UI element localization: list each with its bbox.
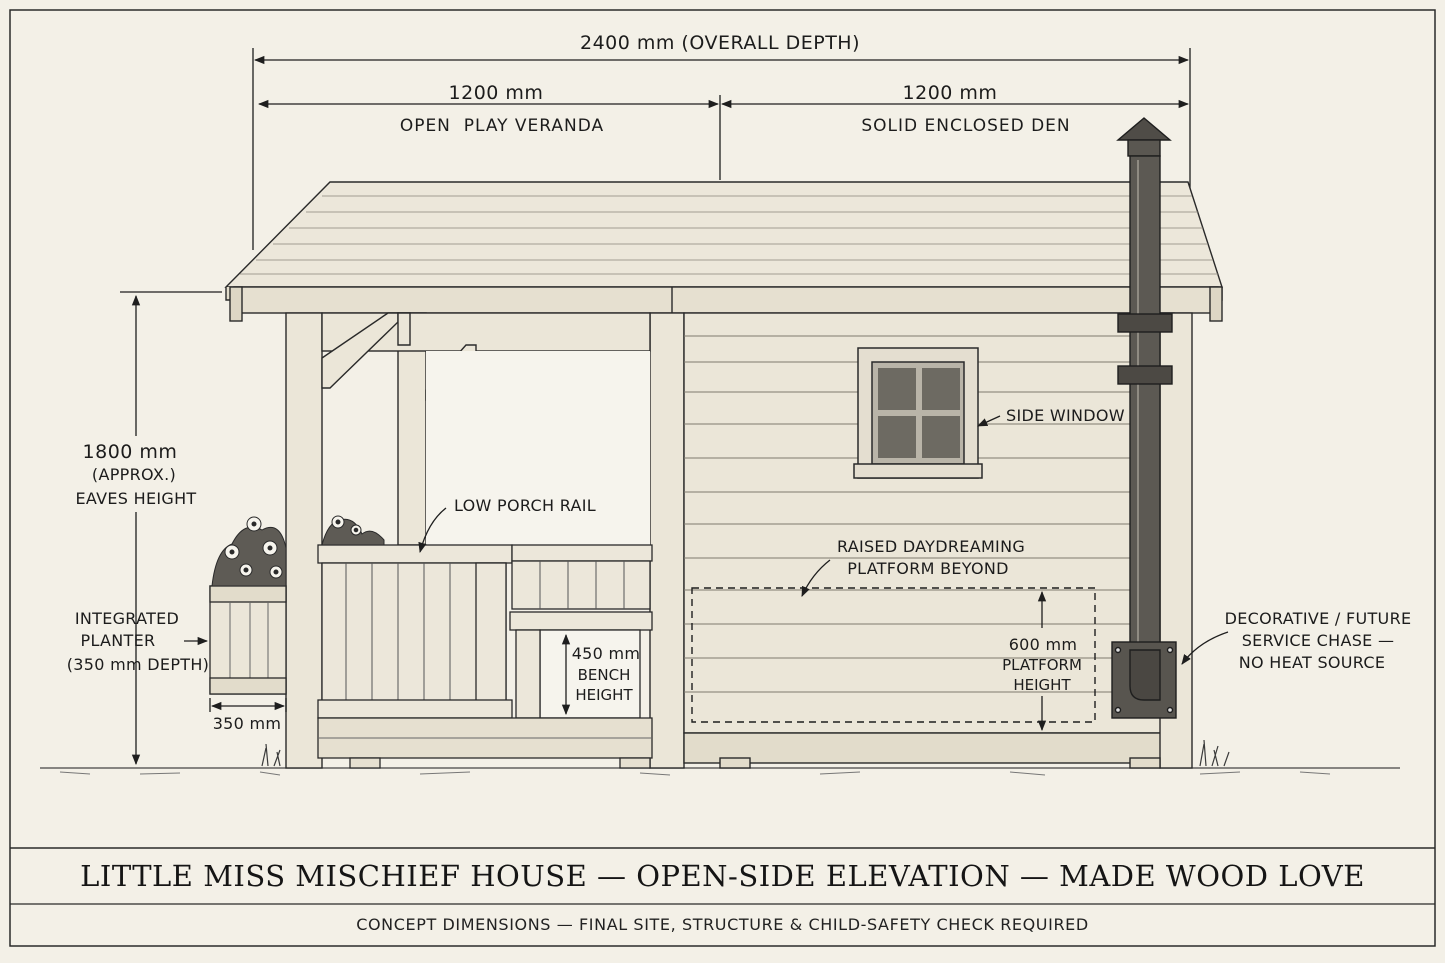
- overall-depth-label: 2400 mm (OVERALL DEPTH): [580, 32, 860, 54]
- bench-height-line2: HEIGHT: [575, 686, 633, 704]
- porch-rail-callout: LOW PORCH RAIL: [454, 496, 596, 515]
- den-width-label: 1200 mm: [903, 82, 998, 104]
- service-chase-callout-line1: DECORATIVE / FUTURE: [1225, 609, 1412, 628]
- bench: [509, 611, 653, 719]
- veranda-width-label: 1200 mm: [449, 82, 544, 104]
- drawing-title: LITTLE MISS MISCHIEF HOUSE — OPEN-SIDE E…: [80, 859, 1365, 893]
- side-window-callout: SIDE WINDOW: [1006, 406, 1125, 425]
- sheet-border: [9, 9, 1436, 947]
- grass-tufts: [261, 739, 1230, 767]
- service-chase-pipe: [1111, 117, 1177, 719]
- eaves-height-caption: EAVES HEIGHT: [76, 489, 197, 508]
- eaves-height-dimension: [120, 291, 222, 766]
- roof: [224, 181, 1223, 322]
- ground-line: [40, 767, 1400, 776]
- service-chase-leader: [1181, 631, 1229, 665]
- side-window-leader: [977, 415, 1001, 427]
- planter-callout-line3: (350 mm DEPTH): [67, 655, 209, 674]
- footer-band: CONCEPT DIMENSIONS — FINAL SITE, STRUCTU…: [10, 904, 1435, 944]
- eaves-height-value: 1800 mm: [83, 441, 178, 463]
- eaves-height-approx: (APPROX.): [92, 465, 176, 484]
- title-band: LITTLE MISS MISCHIEF HOUSE — OPEN-SIDE E…: [10, 848, 1435, 904]
- veranda-caption: OPEN PLAY VERANDA: [400, 116, 604, 136]
- overall-depth-dimension: [252, 48, 1191, 250]
- platform-height-line1: PLATFORM: [1002, 656, 1082, 674]
- platform-height-value: 600 mm: [1009, 635, 1078, 654]
- platform-height-line2: HEIGHT: [1013, 676, 1071, 694]
- integrated-planter: [209, 585, 287, 695]
- footer-disclaimer: CONCEPT DIMENSIONS — FINAL SITE, STRUCTU…: [356, 914, 1089, 934]
- porch-rail: [317, 544, 653, 729]
- bench-height-value: 450 mm: [572, 644, 641, 663]
- platform-leader: [801, 559, 831, 597]
- planter-width-label: 350 mm: [213, 714, 282, 733]
- porch-rail-leader: [418, 507, 447, 554]
- planter-flowers: [211, 515, 385, 587]
- bench-height-line1: BENCH: [578, 666, 631, 684]
- platform-callout-line2: PLATFORM BEYOND: [847, 559, 1009, 578]
- side-window: [853, 347, 983, 479]
- service-chase-callout-line3: NO HEAT SOURCE: [1239, 653, 1386, 672]
- platform-callout-line1: RAISED DAYDREAMING: [837, 537, 1025, 556]
- planter-width-dimension: [209, 698, 287, 712]
- den-caption: SOLID ENCLOSED DEN: [861, 116, 1070, 136]
- planter-callout-line1: INTEGRATED: [75, 609, 179, 628]
- veranda-opening: [426, 351, 650, 545]
- veranda-deck: [317, 717, 653, 769]
- service-chase-callout-line2: SERVICE CHASE —: [1242, 631, 1395, 650]
- planter-callout-line2: PLANTER: [81, 631, 156, 650]
- raised-platform-outline: [691, 587, 1096, 723]
